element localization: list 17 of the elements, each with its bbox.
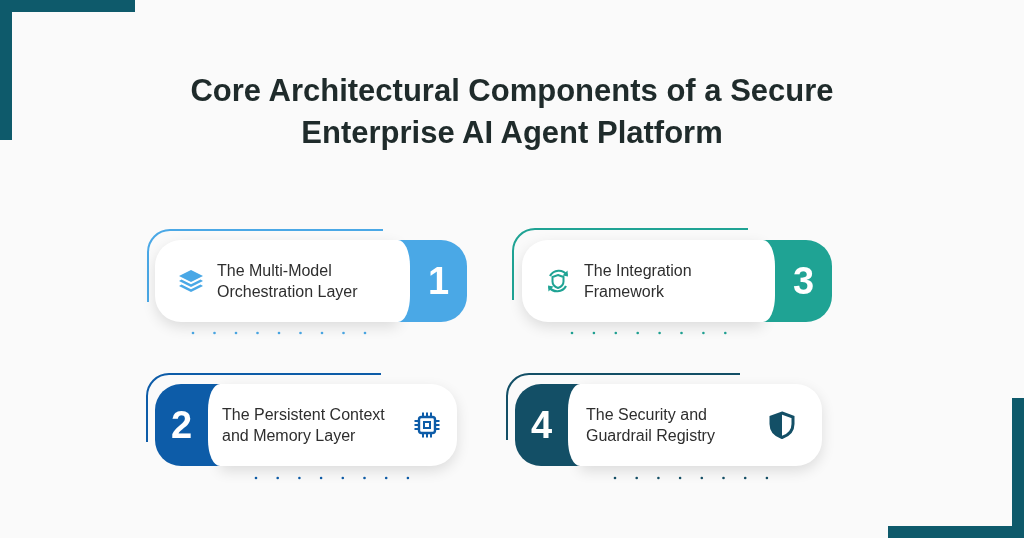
component-card: [522, 240, 763, 322]
component-title: The Persistent Context and Memory Layer: [222, 405, 386, 446]
component-card: [580, 384, 822, 466]
step-number: 1: [427, 261, 450, 301]
component-title: The Integration Framework: [584, 261, 693, 302]
title: Core Architectural Components of a Secure Enterprise AI Agent Platform: [189, 72, 835, 152]
step-number: 2: [170, 405, 193, 445]
component-card: [155, 240, 398, 322]
component-title: The Security and Guardrail Registry: [586, 405, 716, 446]
step-number: 4: [530, 405, 553, 445]
step-number: 3: [792, 261, 815, 301]
component-title: The Multi-Model Orchestration Layer: [217, 261, 359, 302]
number-tab: [155, 384, 220, 466]
number-tab: [763, 240, 832, 322]
component-card: [220, 384, 457, 466]
number-tab: [398, 240, 467, 322]
number-tab: [515, 384, 580, 466]
